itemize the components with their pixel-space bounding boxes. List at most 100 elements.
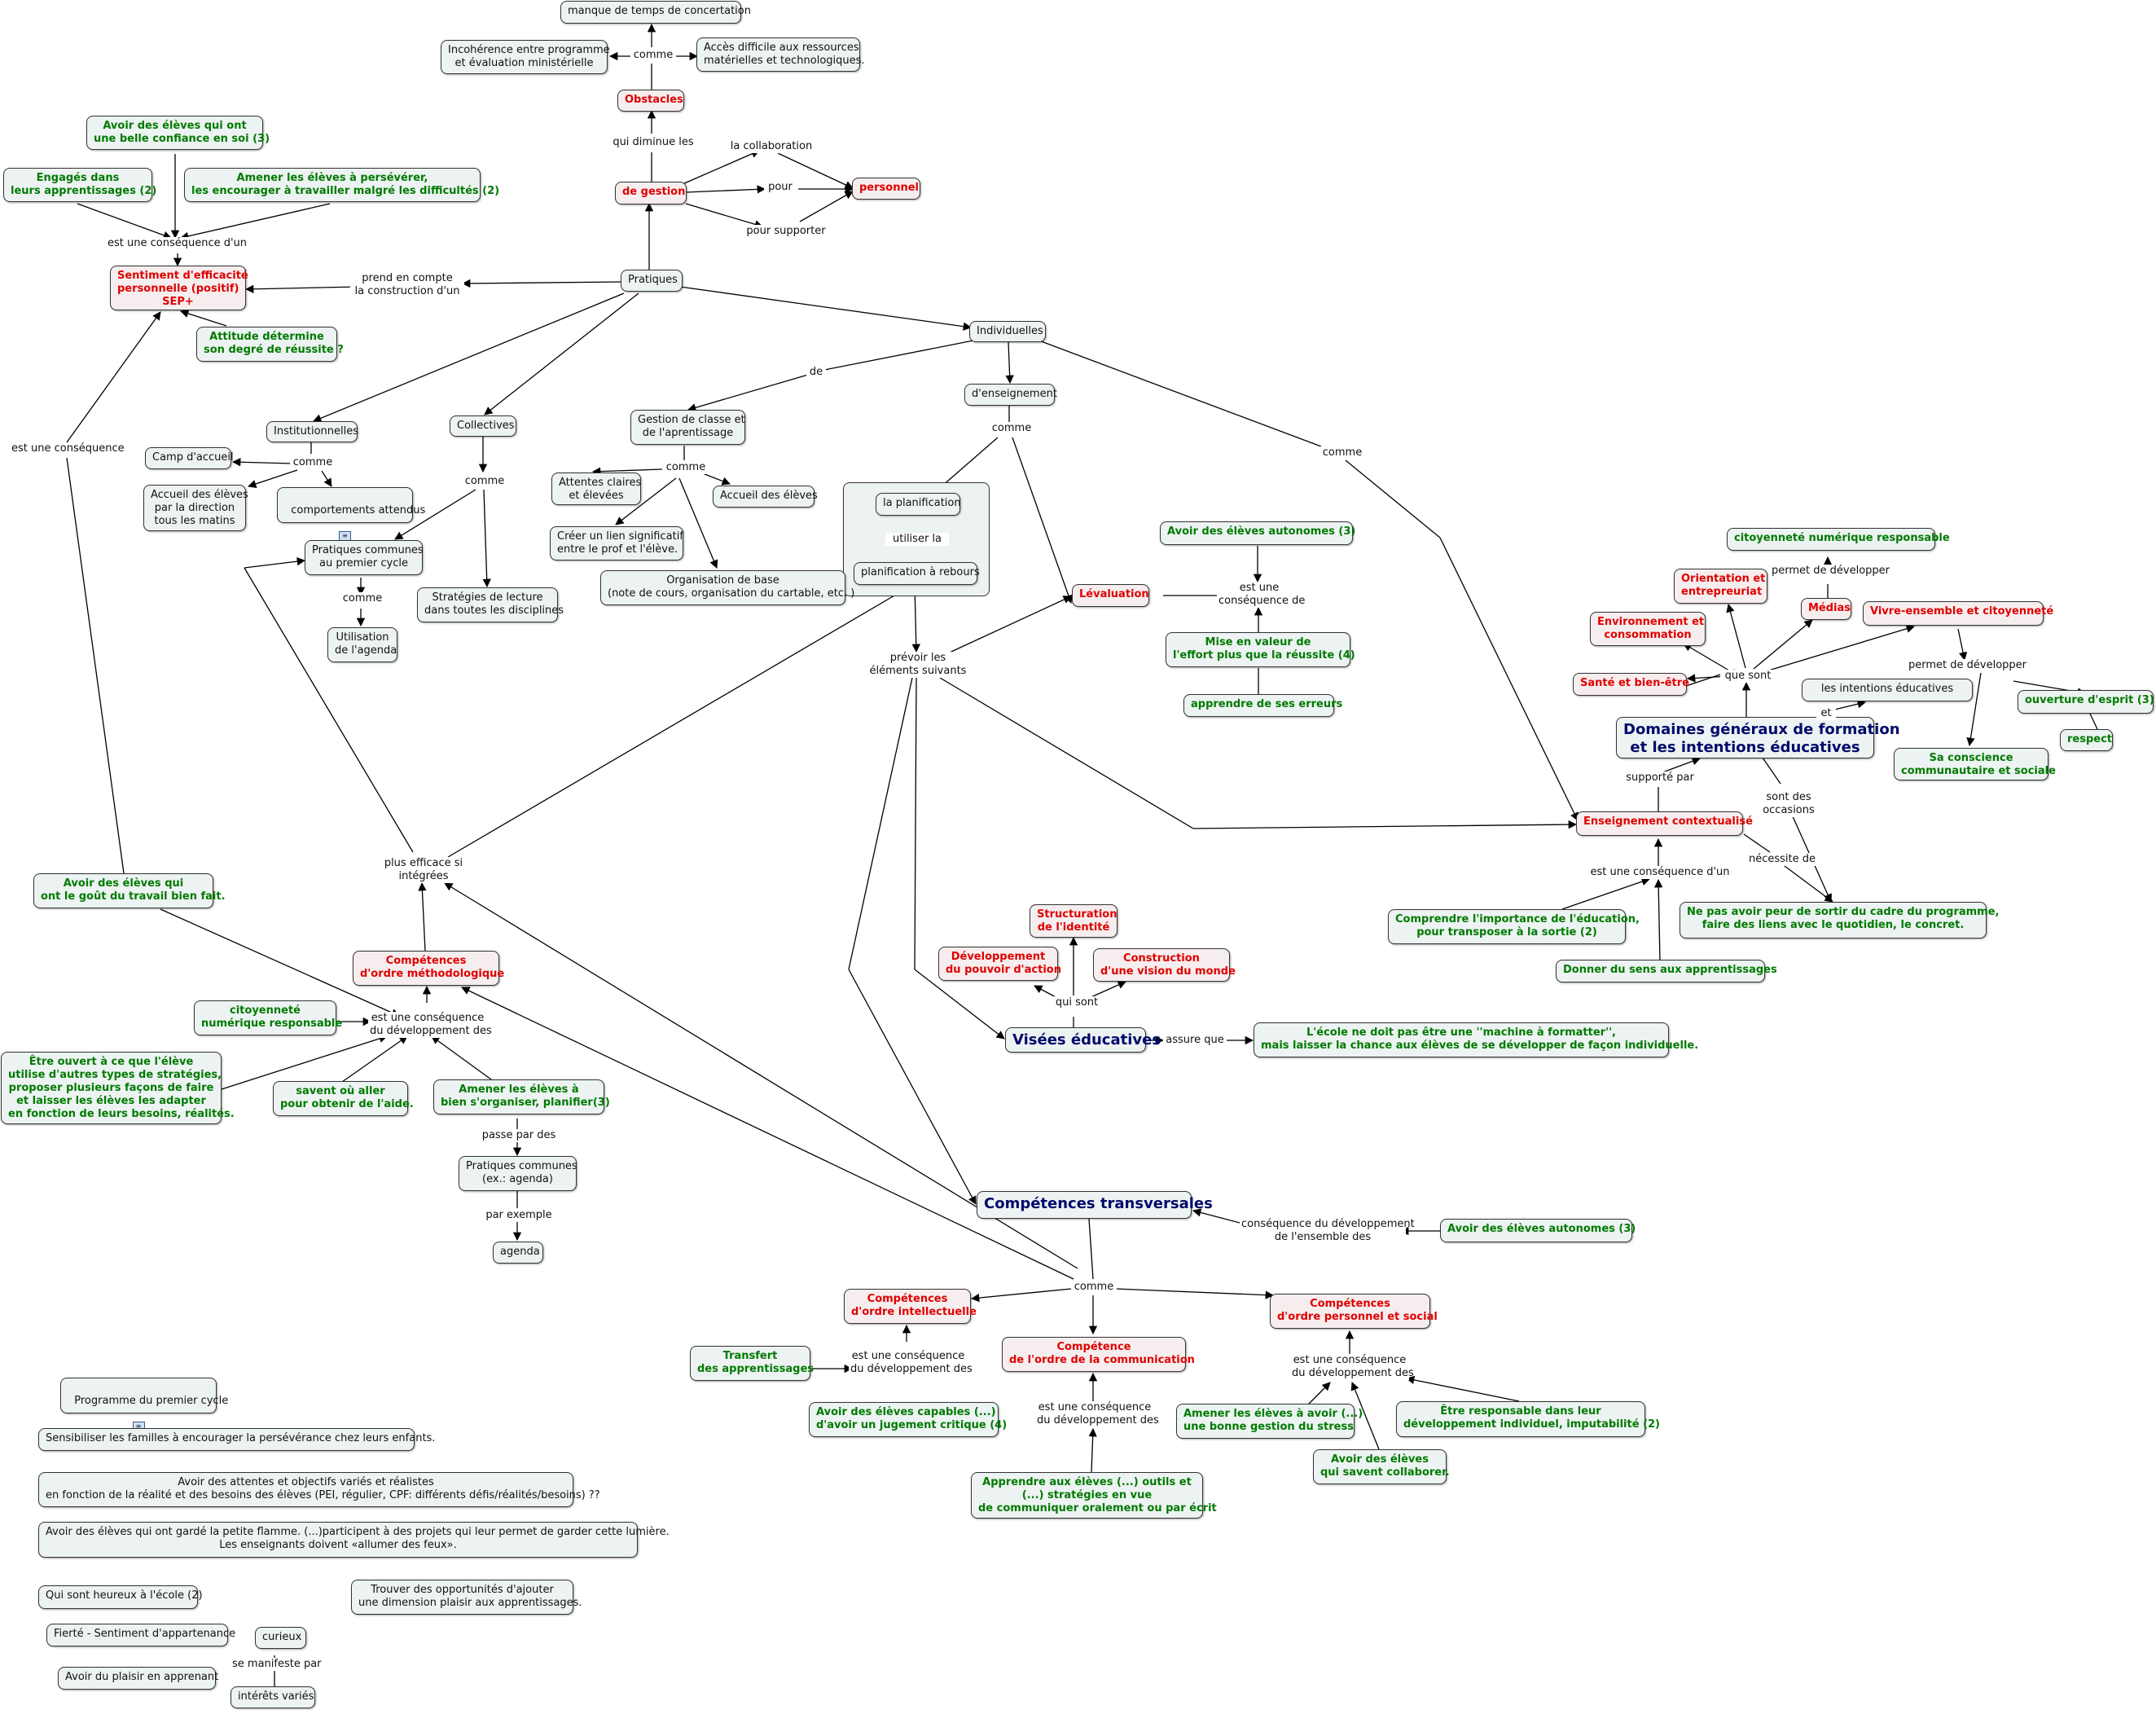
- concept-mise-valeur-effort[interactable]: Mise en valeur de l'effort plus que la r…: [1166, 632, 1355, 667]
- concept-heureux[interactable]: Qui sont heureux à l'école (2): [38, 1585, 203, 1609]
- concept-jugement-critique[interactable]: Avoir des élèves capables (...) d'avoir …: [809, 1402, 1007, 1437]
- concept-etre-ouvert[interactable]: Être ouvert à ce que l'élève utilise d'a…: [1, 1052, 235, 1124]
- concept-attentes-claires[interactable]: Attentes claires et élevées: [551, 473, 641, 505]
- concept-accueil-direction[interactable]: Accueil des élèves par la direction tous…: [143, 485, 248, 531]
- concept-structuration[interactable]: Structuration de l'identité: [1030, 904, 1118, 938]
- concept-incoherence[interactable]: Incohérence entre programme et évaluatio…: [441, 40, 610, 74]
- concept-lien-significatif[interactable]: Créer un lien significatif entre le prof…: [550, 526, 683, 560]
- concept-enseignement-contextualise[interactable]: Enseignement contextualisé: [1576, 811, 1753, 836]
- concept-savent-aller[interactable]: savent où aller pour obtenir de l'aide.: [273, 1081, 414, 1116]
- link-permet-developper-1: permet de développer: [1770, 565, 1890, 578]
- link-est-une-consequence: est une conséquence: [10, 442, 125, 455]
- concept-evaluation[interactable]: Lévaluation: [1072, 584, 1149, 607]
- concept-vision-monde[interactable]: Construction d'une vision du monde: [1093, 948, 1236, 982]
- concept-citoyennete-numerique[interactable]: citoyenneté numérique responsable: [194, 1000, 342, 1035]
- concept-gestion-classe[interactable]: Gestion de classe et de l'aprentissage: [630, 410, 745, 445]
- concept-pratiques-communes-agenda[interactable]: Pratiques communes (ex.: agenda): [459, 1156, 577, 1191]
- link-est-consequence-dun-2: est une conséquence d'un: [1588, 866, 1732, 879]
- concept-responsable[interactable]: Être responsable dans leur développement…: [1396, 1401, 1660, 1437]
- concept-organiser-planifier[interactable]: Amener les élèves à bien s'organiser, pl…: [433, 1079, 610, 1114]
- concept-planif-rebours[interactable]: planification à rebours: [854, 562, 980, 585]
- concept-competences-intellectuelle[interactable]: Compétences d'ordre intellectuelle: [844, 1289, 977, 1324]
- concept-competences-methodologique[interactable]: Compétences d'ordre méthodologique: [353, 951, 504, 986]
- concept-competences-transversales[interactable]: Compétences transversales: [977, 1191, 1213, 1219]
- concept-sep[interactable]: Sentiment d'efficacité personnelle (posi…: [110, 266, 248, 310]
- concept-medias[interactable]: Médias: [1801, 598, 1851, 620]
- concept-accueil-eleves[interactable]: Accueil des élèves: [713, 486, 818, 508]
- concept-vivre-ensemble[interactable]: Vivre-ensemble et citoyenneté: [1863, 601, 2053, 626]
- link-comme-obstacles: comme: [630, 49, 676, 62]
- programme-label: Programme du premier cycle: [74, 1395, 229, 1407]
- concept-interets-varies[interactable]: intérêts variés: [231, 1686, 315, 1708]
- concept-attitude[interactable]: Attitude détermine son degré de réussite…: [196, 327, 344, 362]
- concept-comportements[interactable]: comportements attendus ≡: [277, 487, 425, 542]
- concept-fierte[interactable]: Fierté - Sentiment d'appartenance: [46, 1624, 235, 1646]
- concept-pouvoir-action[interactable]: Développement du pouvoir d'action: [938, 947, 1061, 981]
- concept-perseverer[interactable]: Amener les élèves à persévérer, les enco…: [184, 168, 499, 202]
- concept-machine-formatter[interactable]: L'école ne doit pas être une ''machine à…: [1254, 1022, 1698, 1057]
- link-developpement-personnel: est une conséquence du développement des: [1290, 1354, 1414, 1380]
- concept-donner-sens[interactable]: Donner du sens aux apprentissages: [1556, 960, 1777, 982]
- concept-planification[interactable]: la planification: [876, 493, 961, 516]
- concept-apprendre-outils[interactable]: Apprendre aux élèves (...) outils et (..…: [971, 1472, 1217, 1519]
- concept-opportunites-plaisir[interactable]: Trouver des opportunités d'ajouter une d…: [351, 1580, 582, 1615]
- concept-competences-personnel-social[interactable]: Compétences d'ordre personnel et social: [1270, 1294, 1438, 1329]
- link-qui-diminue: qui diminue les: [607, 136, 700, 149]
- concept-domaines-generaux[interactable]: Domaines généraux de formation et les in…: [1616, 717, 1900, 758]
- concept-curieux[interactable]: curieux: [255, 1627, 306, 1649]
- concept-gestion-stress[interactable]: Amener les élèves à avoir (...) une bonn…: [1176, 1404, 1363, 1439]
- concept-orientation[interactable]: Orientation et entrepreuriat: [1674, 569, 1767, 604]
- concept-de-gestion[interactable]: de gestion: [615, 182, 687, 204]
- concept-strategies-lecture[interactable]: Stratégies de lecture dans toutes les di…: [417, 587, 564, 622]
- concept-petite-flamme[interactable]: Avoir des élèves qui ont gardé la petite…: [38, 1522, 670, 1558]
- concept-sante[interactable]: Santé et bien-être: [1573, 673, 1689, 696]
- concept-pratiques-communes-cycle[interactable]: Pratiques communes au premier cycle: [305, 540, 424, 575]
- concept-sensibiliser[interactable]: Sensibiliser les familles à encourager l…: [38, 1428, 435, 1451]
- concept-confiance[interactable]: Avoir des élèves qui ont une belle confi…: [86, 116, 270, 150]
- concept-camp-accueil[interactable]: Camp d'accueil: [145, 447, 234, 469]
- concept-denseignement[interactable]: d'enseignement: [964, 384, 1057, 406]
- concept-conscience[interactable]: Sa conscience communautaire et sociale: [1894, 748, 2056, 780]
- concept-respect[interactable]: respect: [2060, 729, 2113, 751]
- concept-collectives[interactable]: Collectives: [450, 415, 516, 437]
- link-permet-developper-2: permet de développer: [1907, 659, 2026, 672]
- concept-personnel[interactable]: personnel: [852, 178, 920, 200]
- concept-comprendre-education[interactable]: Comprendre l'importance de l'éducation, …: [1388, 909, 1640, 944]
- concept-citoyennete-numerique-green[interactable]: citoyenneté numérique responsable: [1727, 528, 1950, 551]
- link-comme-collectives: comme: [462, 475, 507, 488]
- link-prend-en-compte: prend en compte la construction d'un: [350, 272, 464, 298]
- concept-visees-educatives[interactable]: Visées éducatives: [1005, 1027, 1161, 1053]
- concept-transfert[interactable]: Transfert des apprentissages: [690, 1346, 814, 1381]
- concept-apprendre-erreurs[interactable]: apprendre de ses erreurs: [1183, 694, 1342, 717]
- link-comme-competences: comme: [1071, 1281, 1117, 1294]
- link-developpement-intellectuelle: est une conséquence du développement des: [849, 1350, 973, 1376]
- link-la-collaboration: la collaboration: [727, 140, 815, 153]
- concept-collaborer[interactable]: Avoir des élèves qui savent collaborer.: [1313, 1449, 1450, 1484]
- concept-utilisation-agenda[interactable]: Utilisation de l'agenda: [327, 627, 397, 662]
- concept-autonomes-2[interactable]: Avoir des élèves autonomes (3): [1440, 1219, 1636, 1242]
- concept-plaisir[interactable]: Avoir du plaisir en apprenant: [58, 1667, 218, 1690]
- concept-competence-communication[interactable]: Compétence de l'ordre de la communicatio…: [1002, 1337, 1195, 1372]
- concept-environnement[interactable]: Environnement et consommation: [1590, 612, 1706, 646]
- concept-ouverture[interactable]: ouverture d'esprit (3): [2018, 690, 2154, 714]
- concept-individuelles[interactable]: Individuelles: [969, 321, 1046, 342]
- concept-attentes-variees[interactable]: Avoir des attentes et objectifs variés e…: [38, 1472, 600, 1507]
- concept-organisation[interactable]: Organisation de base (note de cours, org…: [600, 570, 854, 605]
- concept-institutionnelles[interactable]: Institutionnelles: [266, 421, 358, 442]
- concept-intentions[interactable]: les intentions éducatives: [1802, 679, 1973, 701]
- concept-peur-cadre[interactable]: Ne pas avoir peur de sortir du cadre du …: [1680, 902, 1999, 939]
- link-comme-individuelles: comme: [1320, 446, 1365, 459]
- link-comme-enseignement: comme: [989, 422, 1034, 435]
- concept-manque-temps[interactable]: manque de temps de concertation: [560, 1, 751, 24]
- concept-obstacles[interactable]: Obstacles: [617, 90, 684, 112]
- concept-acces-ressources[interactable]: Accès difficile aux ressources matériell…: [696, 37, 865, 72]
- link-necessite-de: nécessite de: [1744, 853, 1820, 866]
- link-par-exemple: par exemple: [482, 1209, 555, 1222]
- concept-gout-travail[interactable]: Avoir des élèves qui ont le goût du trav…: [33, 873, 226, 908]
- concept-autonomes-1[interactable]: Avoir des élèves autonomes (3): [1160, 521, 1355, 545]
- concept-programme-premier-cycle[interactable]: Programme du premier cycle ≡: [60, 1378, 228, 1432]
- link-se-manifeste-par: se manifeste par: [231, 1658, 322, 1671]
- concept-agenda[interactable]: agenda: [493, 1242, 543, 1264]
- concept-pratiques[interactable]: Pratiques: [621, 270, 683, 292]
- concept-engages[interactable]: Engagés dans leurs apprentissages (2): [3, 168, 156, 202]
